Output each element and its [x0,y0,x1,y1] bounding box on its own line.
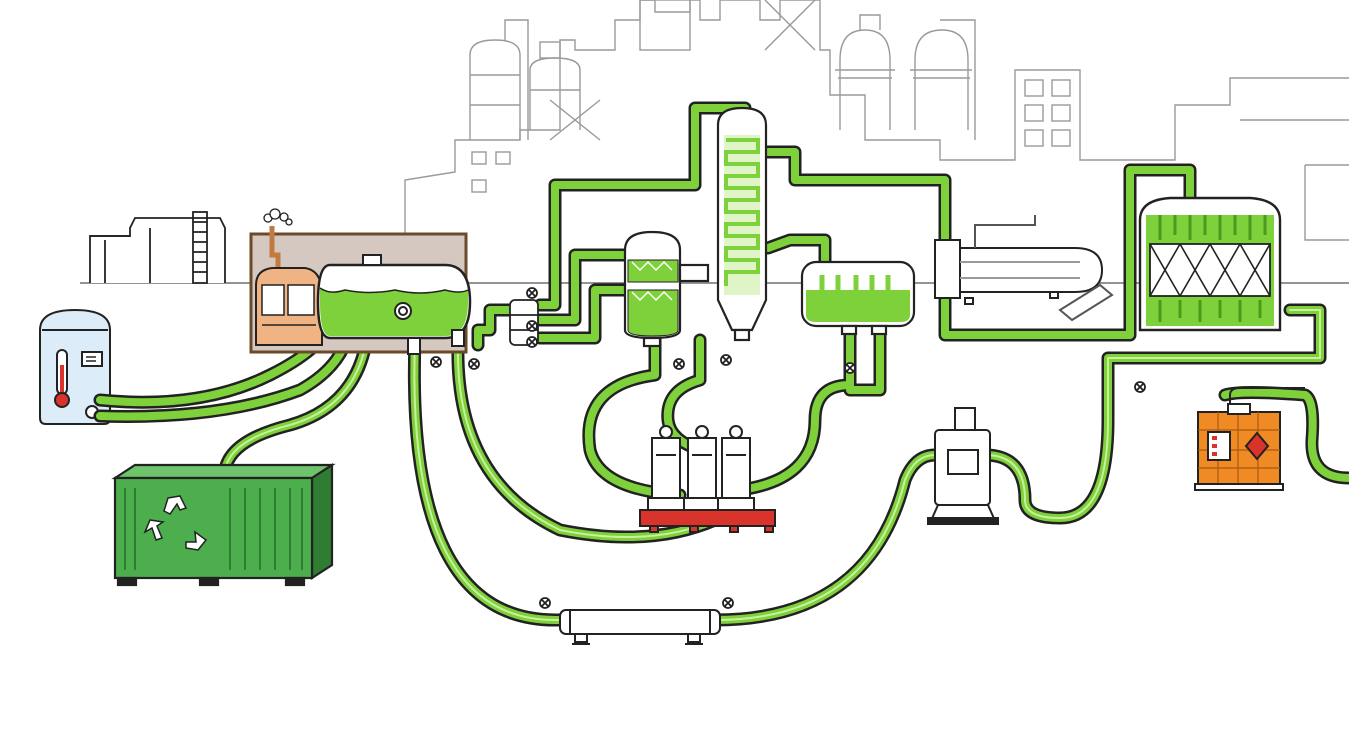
filter-unit [927,407,999,525]
condenser-exchanger [934,215,1114,322]
valve-icon [526,336,538,348]
heater-label-plate [81,351,103,367]
valve-icon [468,358,480,370]
valve-icon [844,362,856,374]
valve-icon [720,354,732,366]
valves [430,287,1146,609]
hazard-diamond-icon [1244,431,1270,461]
dome-tank-1 [839,29,891,130]
pump-3 [717,425,755,511]
distillation-column [716,106,768,342]
ladder [192,211,208,284]
silo-2 [529,57,581,130]
horizontal-storage-tank [316,254,472,355]
recycle-icon [143,495,208,551]
reactor-vessel [623,230,710,348]
storage-building [89,211,226,284]
valve-icon [526,320,538,332]
steam-icon [263,208,293,226]
valve-icon [539,597,551,609]
valve-manifold [509,299,539,346]
pump-station [639,425,776,533]
valve-icon [722,597,734,609]
factory-outline [404,0,1349,283]
thermometer-icon [54,349,70,408]
silo-1 [469,39,521,140]
valve-icon [673,358,685,370]
pump-1 [647,425,685,511]
valve-icon [430,356,442,368]
ibc-container [1194,387,1305,491]
recycling-container [111,462,336,587]
valve-icon [1134,381,1146,393]
engine-room [249,208,472,355]
valve-icon [526,287,538,299]
dome-tank-2 [914,29,969,130]
pump-2 [683,425,721,511]
packed-column-tank [1138,196,1282,332]
settling-tank [800,260,916,336]
background-factory-sketch [80,0,1349,284]
water-heater [39,308,111,425]
heat-exchanger [559,609,721,645]
